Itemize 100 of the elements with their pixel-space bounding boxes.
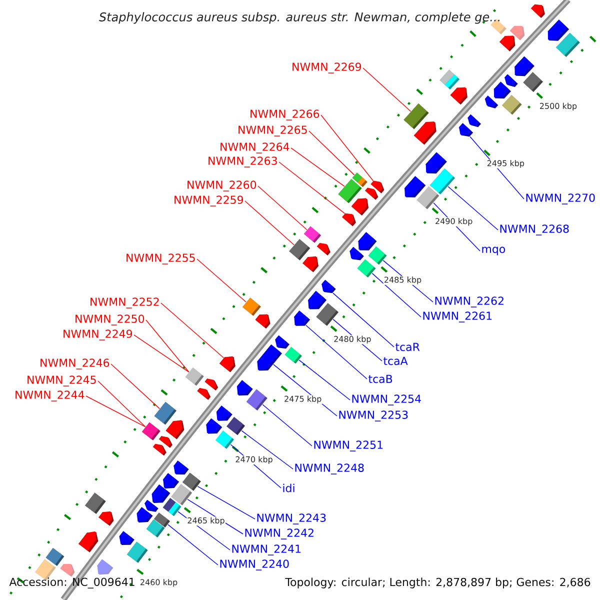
gene-label: idi (283, 484, 294, 492)
gene-label: NWMN_2262 (435, 296, 504, 308)
tick-label: 2485 kbp (383, 276, 422, 285)
gene-feature (414, 122, 436, 145)
gene-block (368, 246, 387, 265)
leader-line (98, 380, 146, 428)
gene-block (242, 298, 261, 316)
gene-label: tcaR (396, 342, 420, 352)
gene-label: NWMN_2245 (28, 376, 96, 386)
gene-label: NWMN_2249 (64, 330, 132, 340)
gene-feature (316, 243, 330, 256)
gene-label: NWMN_2246 (40, 358, 110, 370)
gene-feature (78, 531, 98, 552)
gene-block (171, 484, 192, 506)
gene-label: NWMN_2265 (238, 126, 307, 136)
gene-block (338, 179, 362, 204)
leader-line (110, 364, 160, 410)
map-title: Staphylococcus aureus subsp. aureus str. Newman, complete ge... (99, 12, 500, 24)
gene-block (502, 95, 522, 115)
gene-feature (531, 4, 545, 18)
gene-feature (60, 564, 75, 577)
gene-label: NWMN_2259 (174, 196, 244, 206)
gene-label: NWMN_2254 (352, 394, 421, 406)
gene-feature (204, 378, 218, 390)
gene-feature (236, 380, 253, 396)
gene-label: NWMN_2268 (500, 224, 569, 236)
leader-line (160, 302, 224, 358)
gene-block (430, 168, 456, 194)
gene-block (357, 259, 376, 278)
gene-block (556, 32, 580, 58)
tick-label: 2480 kbp (332, 335, 372, 344)
leader-line (197, 486, 256, 520)
gene-block (416, 186, 440, 210)
gene-label: mqo (482, 246, 506, 256)
gene-feature (206, 418, 222, 434)
gene-block (284, 346, 302, 364)
gene-label: NWMN_2250 (76, 314, 144, 326)
tick-label: 2500 kbp (538, 102, 578, 112)
gene-label: NWMN_2264 (220, 142, 290, 154)
gene-feature (174, 460, 189, 474)
gene-feature (152, 484, 170, 504)
gene-feature (308, 290, 327, 310)
gene-feature (459, 123, 474, 137)
gene-feature (514, 56, 534, 76)
gene-block (126, 542, 148, 563)
leader-line (241, 430, 294, 470)
tick-label: 2490 kbp (434, 217, 474, 226)
gene-feature (404, 176, 426, 198)
gene-block (304, 226, 322, 243)
gene-feature (351, 198, 368, 216)
gene-block (316, 303, 339, 326)
gene-feature (365, 188, 378, 200)
gene-block (154, 402, 176, 425)
footer-text: Accession: NC_009641 (9, 578, 134, 588)
gene-feature (358, 232, 377, 250)
gene-label: NWMN_2243 (257, 514, 326, 524)
gene-label: tcaA (384, 356, 408, 366)
gene-block (523, 72, 543, 92)
gene-block (162, 498, 182, 516)
leader-line (146, 320, 190, 372)
gene-feature (163, 473, 180, 488)
gene-feature (219, 356, 236, 372)
gene-label: NWMN_2244 (16, 390, 84, 402)
gene-label: NWMN_2251 (314, 440, 382, 452)
gene-feature (302, 256, 318, 272)
leader-line (320, 114, 374, 182)
gene-feature (119, 531, 134, 545)
gene-label: NWMN_2266 (250, 110, 320, 120)
gene-label: NWMN_2261 (423, 312, 492, 322)
leader-line (134, 334, 190, 372)
leader-line (308, 130, 355, 176)
gene-feature (166, 420, 184, 440)
gene-feature (350, 246, 364, 260)
gene-feature (500, 36, 516, 52)
gene-feature (255, 314, 270, 329)
leader-line (258, 186, 308, 230)
leader-line (244, 200, 294, 246)
gene-block (185, 368, 204, 386)
gene-feature (197, 388, 211, 400)
gene-feature (548, 20, 570, 41)
gene-label: NWMN_2242 (245, 528, 314, 540)
tick-label: 2465 kbp (186, 516, 226, 526)
tick-label: 2495 kbp (486, 159, 526, 168)
leader-line (196, 258, 246, 302)
leader-line (448, 186, 498, 230)
leader-line (262, 404, 312, 446)
gene-feature (152, 444, 166, 456)
tick-label: 2470 kbp (234, 456, 274, 464)
gene-label: NWMN_2263 (208, 156, 277, 168)
gene-feature (322, 280, 336, 294)
gene-feature (144, 500, 158, 512)
gene-label: NWMN_2260 (188, 180, 256, 192)
gene-block (440, 70, 460, 90)
gene-block (226, 417, 246, 436)
gene-label: NWMN_2240 (220, 560, 289, 570)
gene-feature (468, 114, 481, 128)
gene-label: NWMN_2269 (292, 62, 362, 74)
gene-block (146, 519, 165, 538)
gene-block (216, 430, 234, 449)
gene-feature (426, 152, 447, 174)
